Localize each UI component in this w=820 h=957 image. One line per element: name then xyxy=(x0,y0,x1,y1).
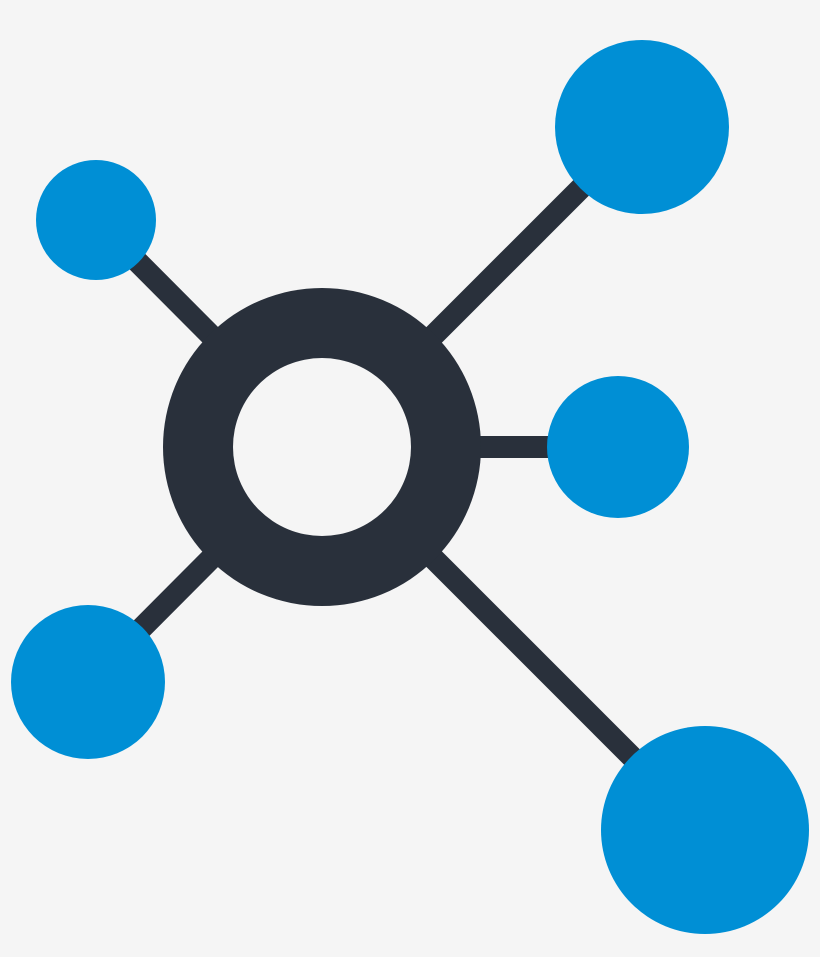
satellite-nodes xyxy=(11,40,809,934)
node-bottom-left xyxy=(11,605,165,759)
hub-center xyxy=(233,358,411,536)
node-top-left xyxy=(36,160,156,280)
node-bottom-right xyxy=(601,726,809,934)
node-top-right xyxy=(555,40,729,214)
node-right xyxy=(547,376,689,518)
